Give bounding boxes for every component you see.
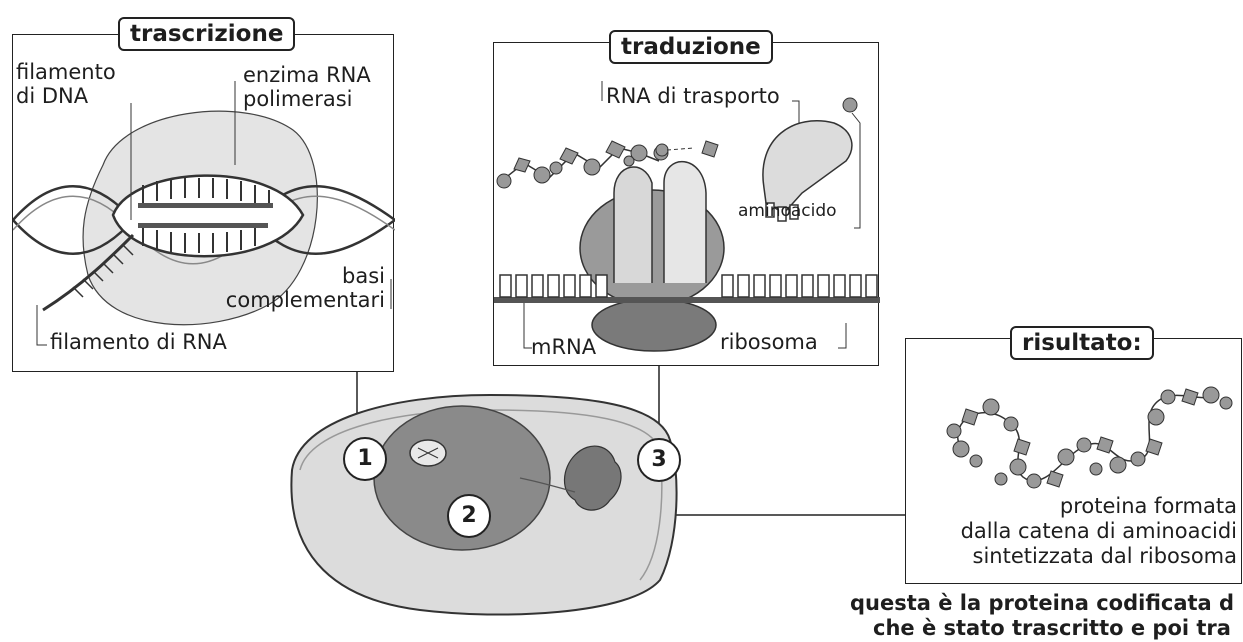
transcription-title: trascrizione bbox=[118, 17, 295, 51]
label-complementary-bases: basi complementari bbox=[220, 264, 385, 312]
footer-caption-line-2: che è stato trascritto e poi tra bbox=[873, 615, 1231, 641]
label-rna-strand: filamento di RNA bbox=[50, 330, 227, 354]
step-marker-3: 3 bbox=[637, 438, 681, 482]
label-amino-acid: aminoacido bbox=[738, 201, 837, 221]
result-title: risultato: bbox=[1010, 326, 1154, 360]
trna-site-1 bbox=[614, 167, 652, 283]
step-marker-1: 1 bbox=[343, 437, 387, 481]
step-marker-2: 2 bbox=[447, 494, 491, 538]
incoming-trna bbox=[763, 121, 852, 213]
ribosome-small-subunit bbox=[592, 299, 716, 351]
label-transfer-rna: RNA di trasporto bbox=[606, 84, 780, 108]
label-rna-polymerase: enzima RNA polimerasi bbox=[243, 63, 371, 111]
translation-title: traduzione bbox=[609, 30, 773, 64]
result-description: proteina formata dalla catena di aminoac… bbox=[905, 494, 1237, 569]
trna-site-2 bbox=[664, 162, 706, 283]
label-ribosome: ribosoma bbox=[720, 330, 818, 354]
label-dna-strand: filamento di DNA bbox=[16, 60, 116, 108]
amino-acid-on-trna bbox=[843, 98, 857, 112]
label-mrna: mRNA bbox=[531, 335, 596, 359]
footer-caption-line-1: questa è la proteina codificata d bbox=[850, 590, 1234, 616]
mrna-strand bbox=[494, 297, 880, 303]
